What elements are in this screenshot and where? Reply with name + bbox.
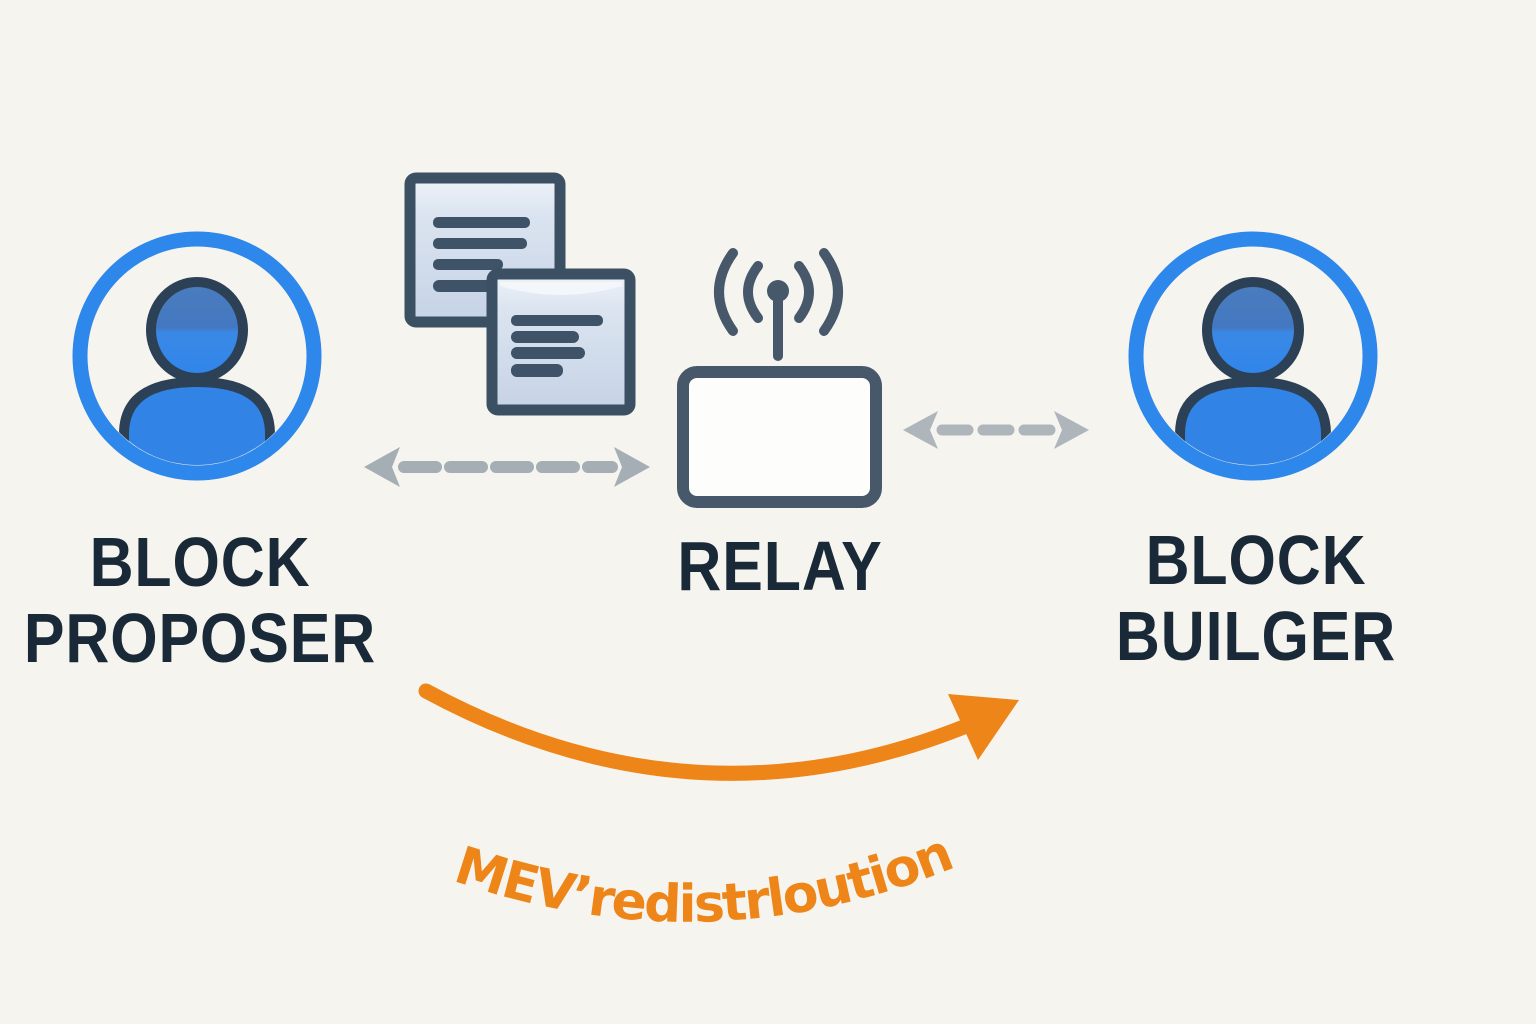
signal-arc-right-inner	[794, 261, 814, 323]
person-ring	[1128, 231, 1378, 481]
arrowhead-left	[903, 411, 938, 449]
arrowhead-left	[364, 447, 400, 487]
block-proposer-label-line1: BLOCK	[89, 523, 311, 601]
document-front-glare	[500, 282, 622, 295]
relay-label-line1: RELAY	[677, 527, 883, 605]
person-ring	[72, 231, 322, 481]
block-proposer-label: BLOCK PROPOSER	[9, 524, 392, 676]
documents-icon	[404, 172, 636, 416]
block-builder-label-line1: BLOCK	[1145, 521, 1367, 599]
arrowhead-right	[614, 447, 650, 487]
signal-arc-right-outer	[819, 248, 843, 336]
curved-arrow-icon	[418, 683, 1019, 781]
curved-arrow-shaft	[418, 683, 998, 781]
block-proposer-label-line2: PROPOSER	[23, 599, 377, 677]
antenna-tip	[767, 280, 789, 302]
flow-label-text: MEV’redistrloution	[448, 824, 961, 935]
relay-label: RELAY	[589, 528, 972, 604]
block-builder-label: BLOCK BUILGER	[1065, 522, 1448, 674]
person-head	[146, 277, 248, 383]
curved-arrow-head	[948, 694, 1019, 760]
person-head	[1202, 277, 1304, 383]
radio-relay-icon	[677, 248, 882, 508]
signal-arc-left-outer	[714, 248, 738, 336]
block-builder-label-line2: BUILGER	[1115, 597, 1397, 675]
arrowhead-right	[1054, 411, 1089, 449]
relay-box	[677, 366, 882, 508]
person-icon	[72, 231, 322, 481]
dashed-double-arrow-icon	[364, 447, 650, 487]
person-icon	[1128, 231, 1378, 481]
dashed-double-arrow-icon	[903, 411, 1089, 449]
signal-arc-left-inner	[743, 261, 763, 323]
document-front-text-lines	[511, 315, 603, 377]
flow-label: MEV’redistrloution	[448, 824, 959, 935]
